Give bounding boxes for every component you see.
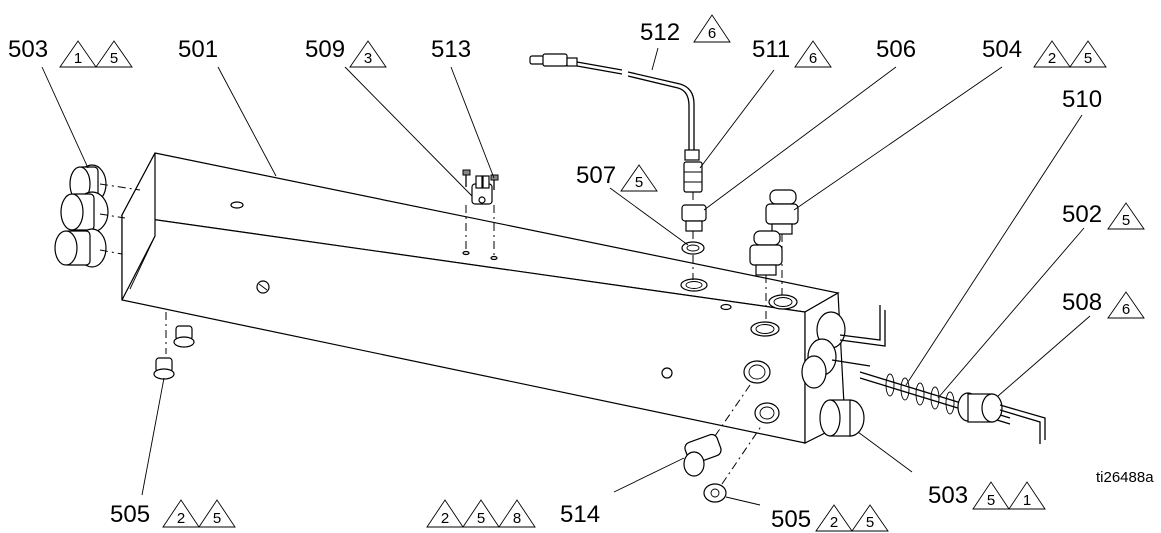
note-flag: 5 (1122, 212, 1130, 229)
plug-503-left-group (54, 164, 141, 268)
leader-lines (41, 47, 1091, 506)
note-flag: 8 (513, 510, 521, 527)
callout-504: 504 2 5 (982, 36, 1107, 68)
note-flag: 6 (1122, 301, 1130, 318)
callout-number: 505 (110, 501, 150, 528)
note-flag: 1 (1023, 492, 1031, 509)
fitting-504-upper (765, 189, 799, 235)
note-flag: 5 (477, 510, 485, 527)
note-flag: 1 (74, 50, 82, 67)
callout-502: 502 5 (1062, 201, 1145, 230)
note-flag: 2 (177, 510, 185, 527)
sensor-cable-512 (529, 53, 700, 161)
callout-number: 501 (178, 36, 218, 63)
callout-509: 509 3 (305, 36, 387, 68)
fitting-511 (683, 161, 703, 193)
fitting-504-lower (749, 230, 783, 276)
callout-number: 502 (1062, 201, 1102, 228)
note-flag: 5 (1084, 50, 1092, 67)
callout-505-bottom-middle: 505 2 5 (771, 504, 889, 533)
note-flag: 6 (809, 50, 817, 67)
right-end-fittings (801, 305, 886, 389)
fitting-514 (683, 433, 722, 477)
plug-503-middle (60, 191, 109, 233)
nut-508 (957, 392, 1046, 444)
callout-number: 514 (560, 501, 600, 528)
callout-512: 512 6 (640, 14, 731, 46)
note-flag: 5 (110, 50, 118, 67)
callout-514: 2 5 8 514 (426, 499, 600, 528)
callout-number: 503 (928, 482, 968, 509)
callout-number: 504 (982, 36, 1022, 63)
callout-number: 506 (876, 36, 916, 63)
callout-number: 510 (1062, 86, 1102, 113)
plug-505-bottom (703, 483, 727, 503)
callout-number: 509 (305, 36, 345, 63)
callout-number: 508 (1062, 289, 1102, 316)
callout-503-top-left: 503 1 5 (8, 36, 133, 68)
front-face-ports (256, 280, 780, 424)
callout-507: 507 5 (576, 162, 658, 192)
fitting-506 (681, 204, 707, 232)
callout-number: 505 (771, 506, 811, 533)
callout-number: 507 (576, 162, 616, 189)
callout-503-bottom-right: 503 5 1 (928, 481, 1046, 510)
callout-501: 501 (178, 36, 218, 63)
callout-number: 511 (752, 36, 790, 63)
note-flag: 5 (635, 174, 643, 191)
plug-505-left-pair (153, 312, 195, 380)
callout-510: 510 (1062, 86, 1102, 113)
callout-number: 503 (8, 36, 48, 63)
note-flag: 5 (987, 492, 995, 509)
callout-511: 511 6 (752, 36, 832, 68)
note-flag: 5 (213, 510, 221, 527)
note-flag: 2 (830, 514, 838, 531)
note-flag: 6 (708, 25, 716, 42)
figure-reference-id: ti26488a (1096, 469, 1154, 486)
sensor-509 (471, 175, 493, 205)
plug-503-bottom (54, 228, 107, 268)
note-flag: 2 (441, 510, 449, 527)
note-flag: 3 (364, 50, 372, 67)
callout-513: 513 (431, 36, 471, 63)
plug-503-right (819, 399, 865, 437)
callout-508: 508 6 (1062, 289, 1145, 319)
screw-513-pair (462, 169, 499, 257)
top-face-ports (230, 201, 798, 337)
note-flag: 2 (1048, 50, 1056, 67)
callout-505-bottom-left: 505 2 5 (110, 499, 236, 528)
o-ring-507 (681, 241, 705, 255)
note-flag: 5 (866, 514, 874, 531)
callout-number: 513 (431, 36, 471, 63)
callout-506: 506 (876, 36, 916, 63)
callout-number: 512 (640, 19, 680, 46)
